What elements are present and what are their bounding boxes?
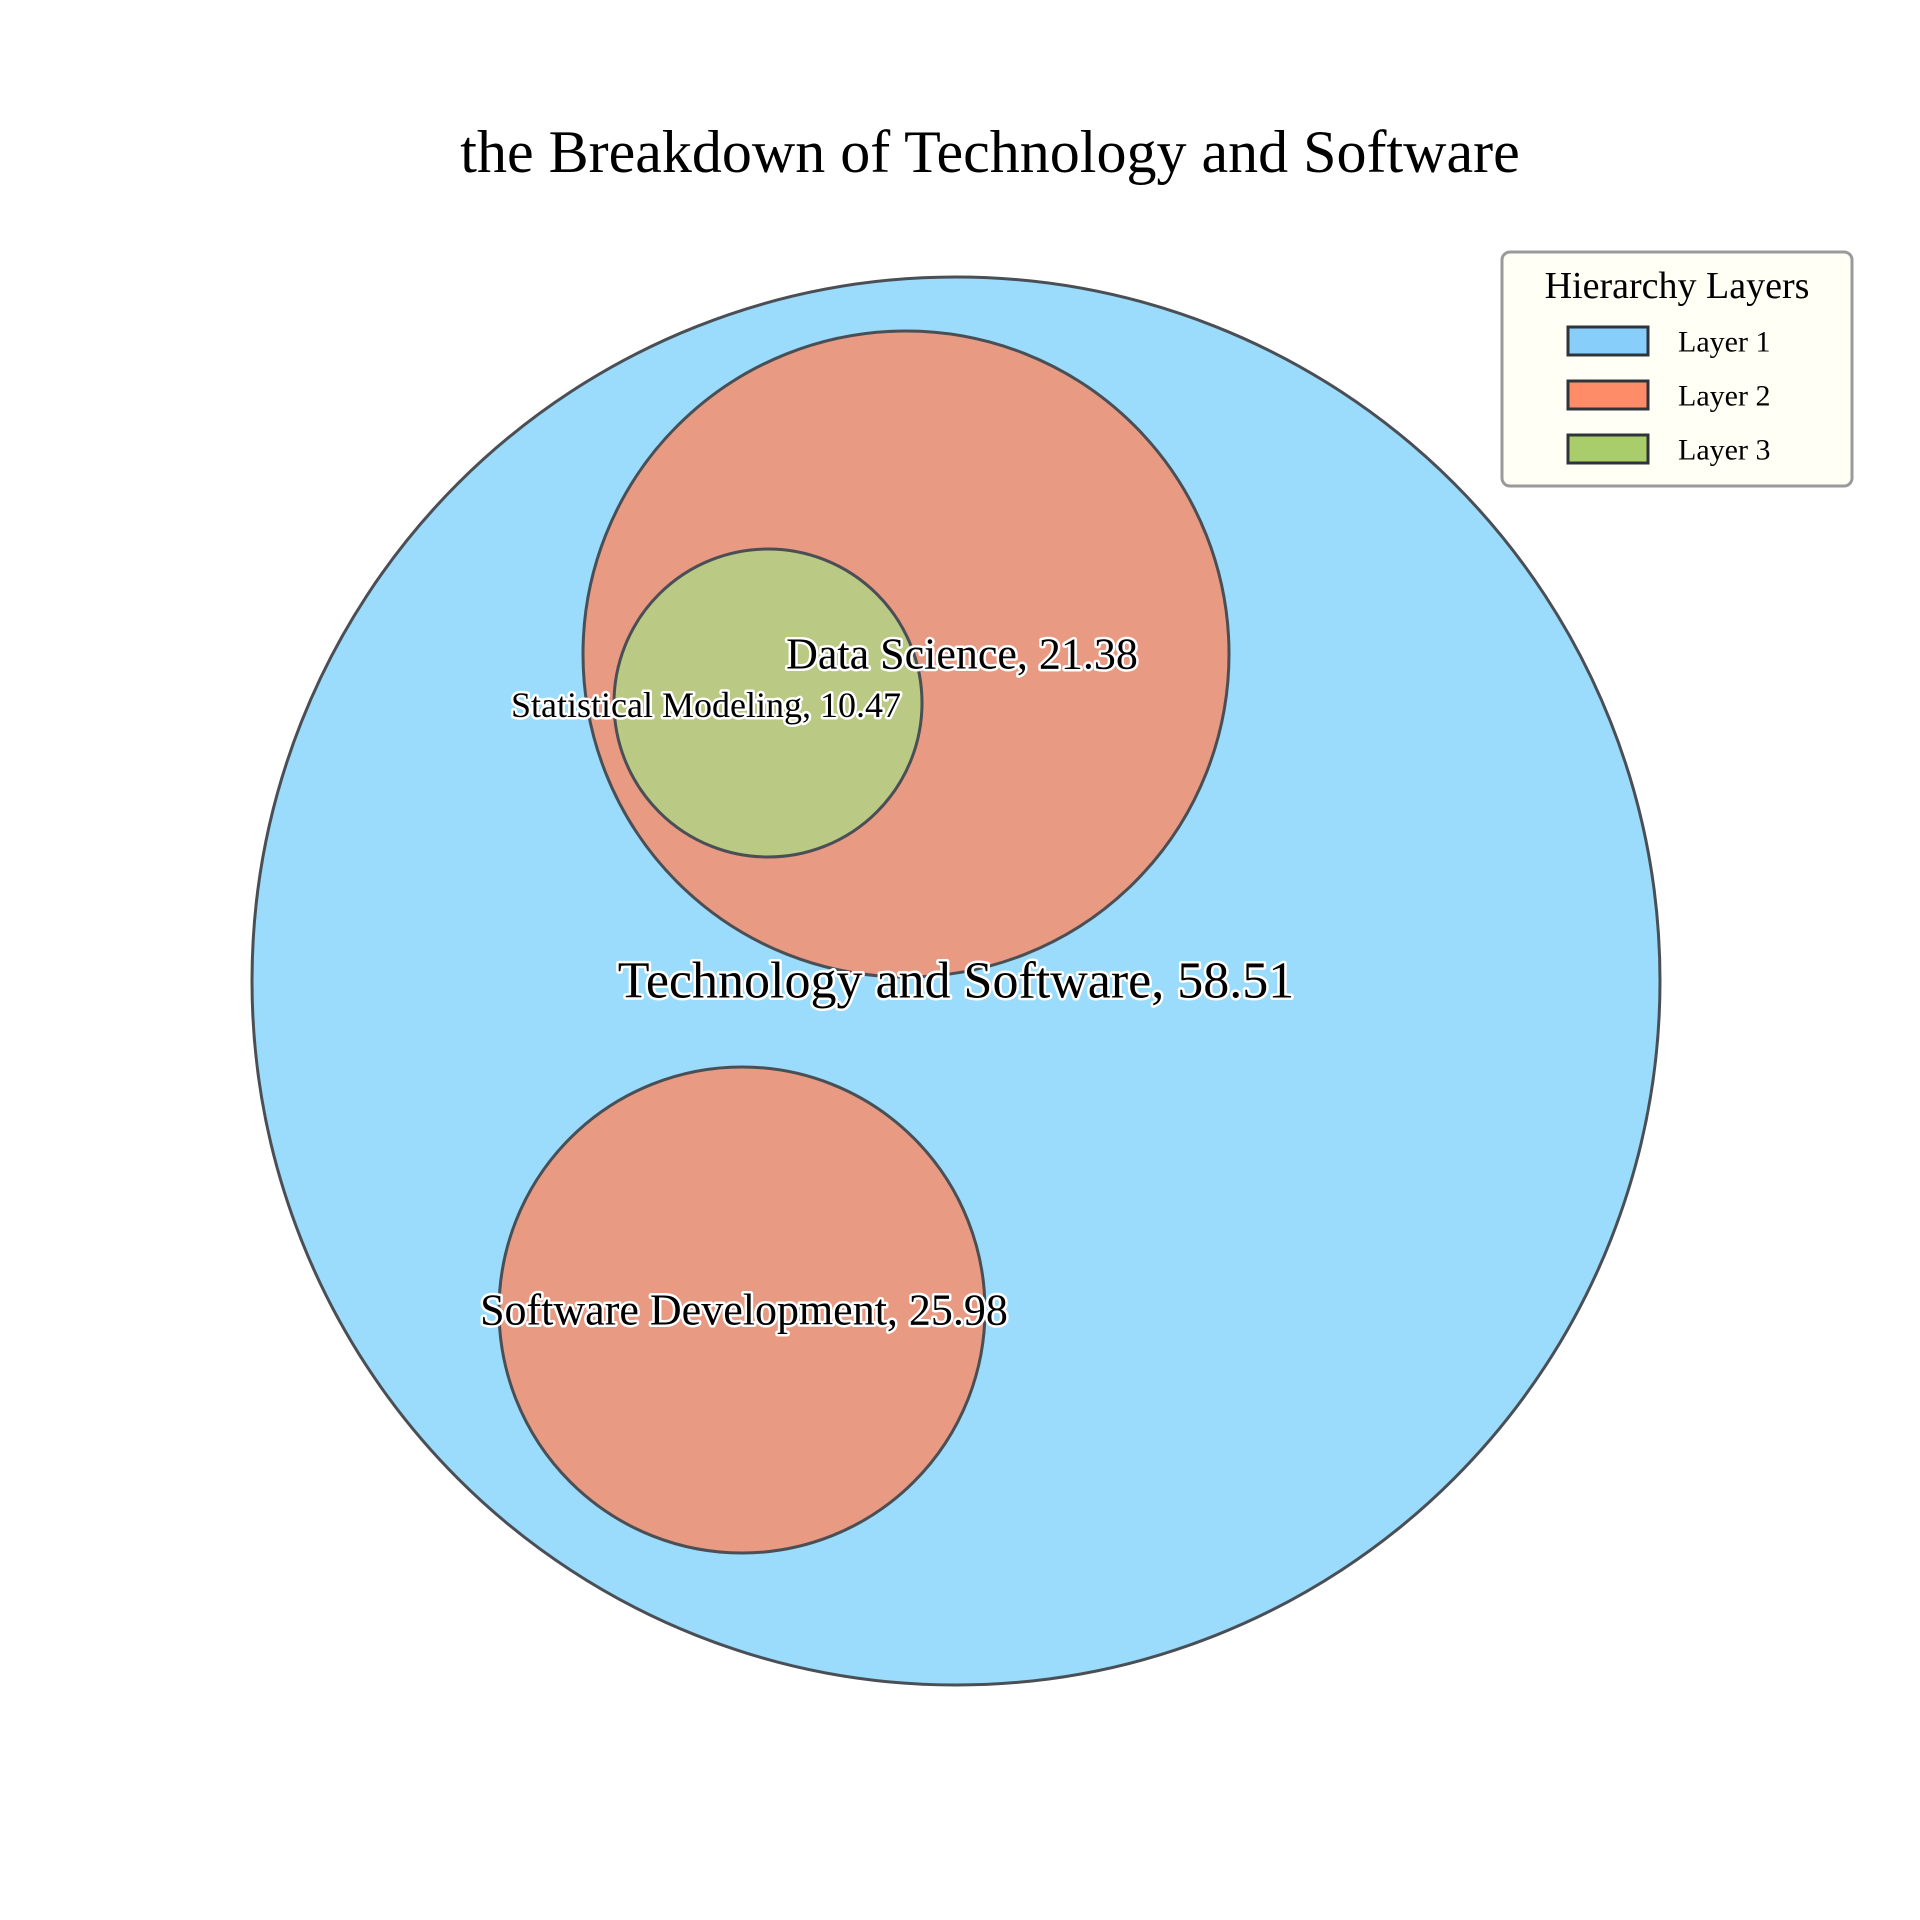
legend-label-layer-3: Layer 3 <box>1678 434 1770 467</box>
bubble-label-statistical-modeling: Statistical Modeling, 10.47 <box>511 685 901 725</box>
bubble-label-software-development: Software Development, 25.98 <box>480 1286 1008 1335</box>
legend: Hierarchy Layers Layer 1 Layer 2 Layer 3 <box>1500 250 1854 488</box>
bubble-statistical-modeling <box>612 547 924 859</box>
bubble-software-development <box>497 1065 987 1555</box>
bubble-label-technology-and-software: Technology and Software, 58.51 <box>618 953 1295 1010</box>
legend-swatch-layer-1 <box>1566 325 1650 357</box>
legend-title: Hierarchy Layers <box>1545 265 1810 307</box>
legend-frame <box>1500 250 1854 488</box>
legend-label-layer-1: Layer 1 <box>1678 326 1770 359</box>
legend-items: Layer 1 Layer 2 Layer 3 <box>1566 325 1770 467</box>
bubble-group <box>250 275 1662 1687</box>
bubble-label-data-science: Data Science, 21.38 <box>786 630 1138 679</box>
chart-title: the Breakdown of Technology and Software <box>460 119 1519 185</box>
label-group: Technology and Software, 58.51 Data Scien… <box>478 627 1297 1337</box>
legend-label-layer-2: Layer 2 <box>1678 380 1770 413</box>
legend-swatch-layer-2 <box>1566 379 1650 411</box>
legend-swatch-layer-3 <box>1566 433 1650 465</box>
